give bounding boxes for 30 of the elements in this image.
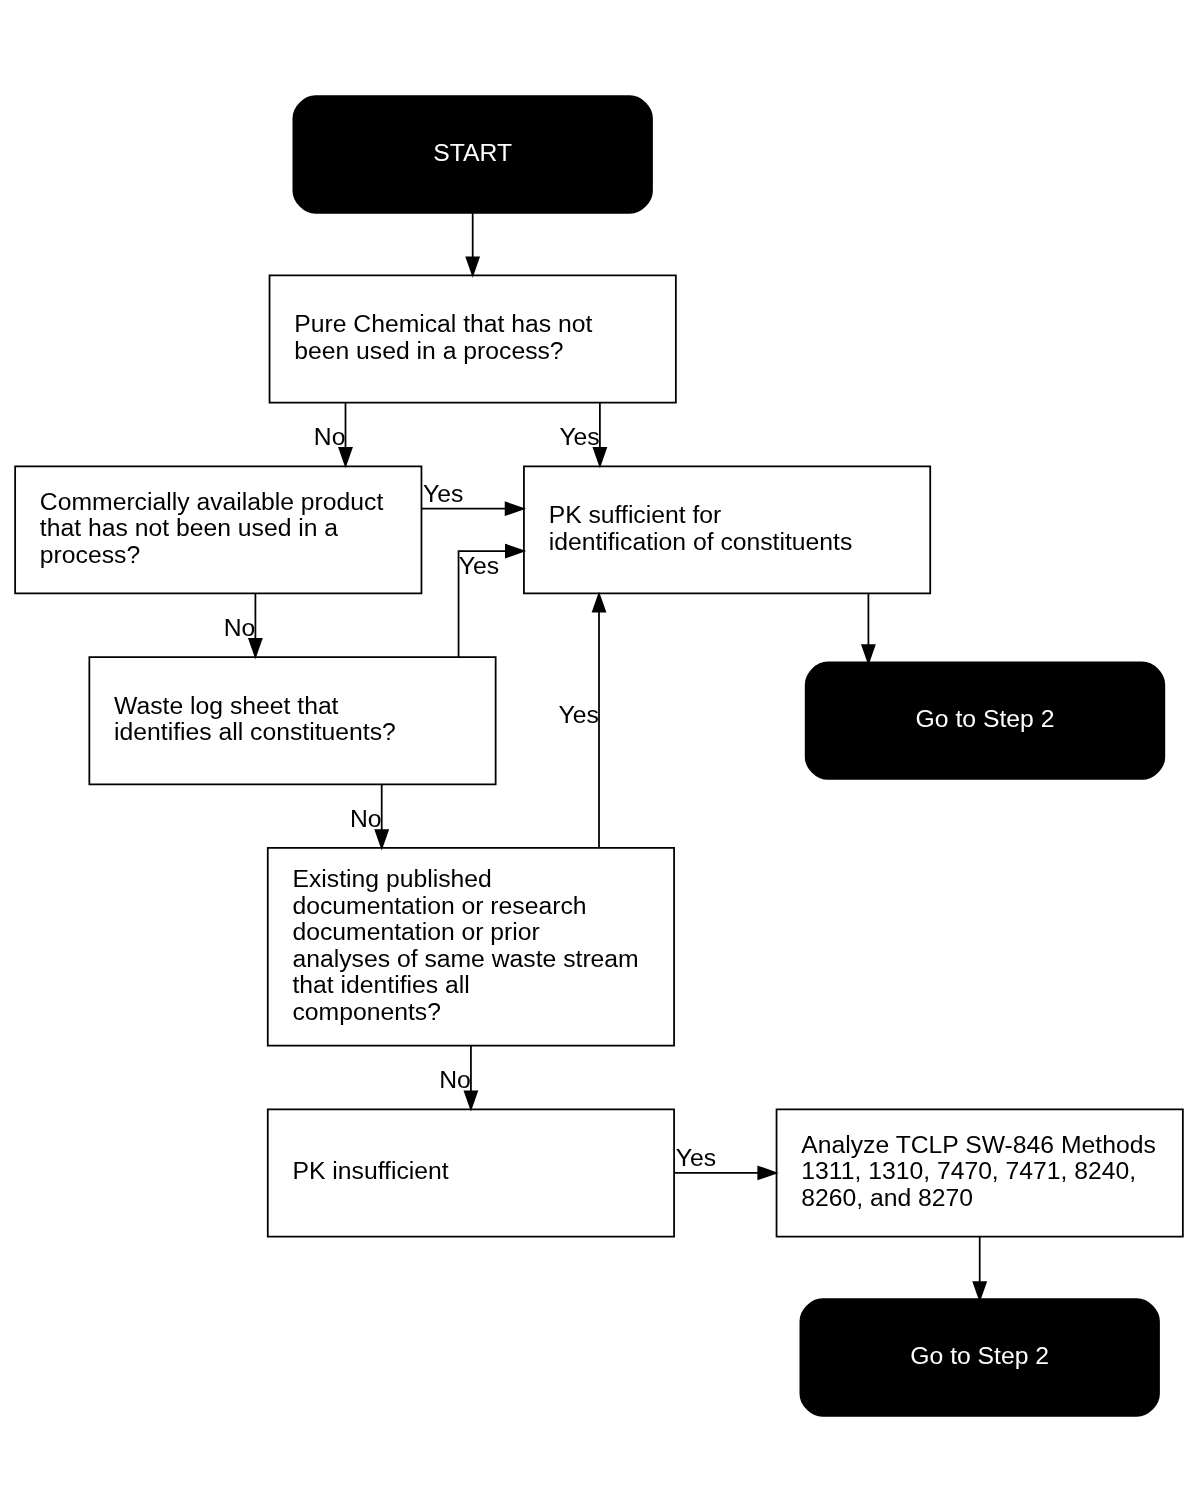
edge-label: Yes: [558, 700, 599, 728]
edge-label: No: [223, 613, 256, 641]
edge-label: No: [350, 804, 382, 832]
node-box: Commercially available product that has not been used in a process?: [14, 464, 423, 594]
node-box: PK sufficient for identification of constituents: [523, 464, 932, 594]
node-box: Waste log sheet that identifies all constituents?: [88, 655, 497, 785]
arrow: [465, 211, 481, 278]
edge-label: Yes: [559, 422, 600, 450]
node-box: Go to Step 2: [804, 661, 1166, 780]
arrow: [591, 590, 607, 848]
arrow: [374, 783, 390, 850]
node-box: PK insufficient: [266, 1107, 675, 1237]
edge-label: No: [439, 1065, 471, 1093]
edge-label: Yes: [423, 479, 464, 507]
node-box: Existing published documentation or research documentation or prior analyses of same waste stream that identifies all components?: [266, 846, 675, 1047]
node-box: START: [292, 94, 653, 214]
arrow: [972, 1235, 988, 1302]
edge-label: Yes: [675, 1143, 717, 1171]
arrow: [457, 543, 527, 658]
arrow: [338, 401, 353, 468]
arrow: [673, 1165, 779, 1180]
node-box: Analyze TCLP SW-846 Methods 1311, 1310, 7470, 7471, 8240, 8260, and 8270: [775, 1107, 1184, 1237]
arrow: [592, 401, 608, 468]
node-box: Go to Step 2: [799, 1297, 1160, 1417]
node-box: Pure Chemical that has not been used in a process?: [268, 274, 677, 404]
arrow: [420, 500, 526, 516]
arrow: [247, 592, 263, 659]
arrow: [463, 1044, 479, 1112]
edge-label: Yes: [458, 551, 500, 579]
edge-label: No: [313, 422, 346, 450]
